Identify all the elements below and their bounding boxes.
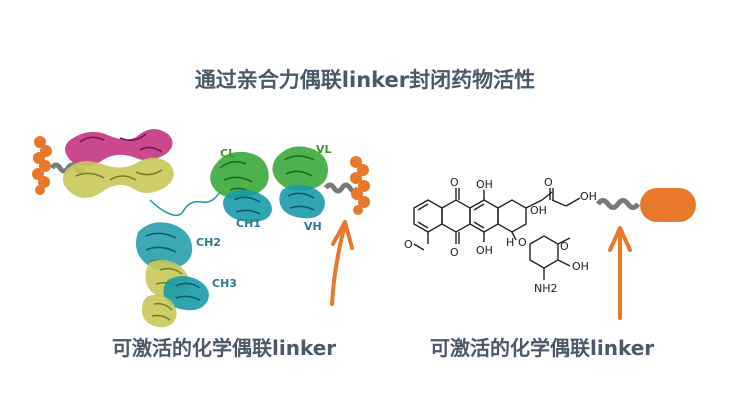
- chem-oh-sugar: OH: [572, 260, 589, 273]
- label-ch2: CH2: [196, 236, 221, 249]
- drug-orange-capsule: [640, 188, 696, 222]
- hinge-linker: [149, 191, 221, 217]
- chem-o-glyco: O: [518, 236, 527, 249]
- label-vh: VH: [304, 220, 322, 233]
- drug-molecule: [413, 188, 581, 280]
- chem-o-bottom: O: [450, 246, 459, 259]
- fc-domains: [136, 222, 209, 328]
- right-arrow: [608, 226, 632, 320]
- right-orange-beads: [350, 156, 370, 215]
- page-title: 通过亲合力偶联linker封闭药物活性: [194, 68, 536, 92]
- right-caption: 可激活的化学偶联linker: [430, 336, 655, 360]
- drug-molecule-labels: O O OH OH O O OH OH H O O OH NH2: [404, 176, 597, 295]
- label-vl: VL: [316, 143, 332, 156]
- label-ch1: CH1: [236, 217, 261, 230]
- chem-o-top: O: [450, 176, 459, 189]
- chem-nh2: NH2: [534, 282, 558, 295]
- left-arrow: [330, 220, 354, 306]
- drug-linker-helix: [595, 198, 641, 210]
- chem-oh-chain: OH: [580, 190, 597, 203]
- left-caption: 可激活的化学偶联linker: [112, 336, 337, 360]
- left-orange-beads: [32, 136, 52, 195]
- chem-h: H: [506, 236, 514, 249]
- label-ch3: CH3: [212, 277, 237, 290]
- chem-oh-bottom: OH: [476, 244, 493, 257]
- fab-right-domains: [210, 146, 328, 222]
- chem-oh-top: OH: [476, 178, 493, 191]
- chem-o-ketone: O: [544, 176, 553, 189]
- label-cl: CL: [220, 147, 235, 160]
- chem-o-sugar: O: [560, 240, 569, 253]
- chem-methoxy-o: O: [404, 238, 413, 251]
- chem-oh-ring: OH: [530, 204, 547, 217]
- fab-left-domains: [62, 129, 174, 198]
- antibody-structure: CL VL CH1 VH CH2 CH3: [32, 129, 370, 328]
